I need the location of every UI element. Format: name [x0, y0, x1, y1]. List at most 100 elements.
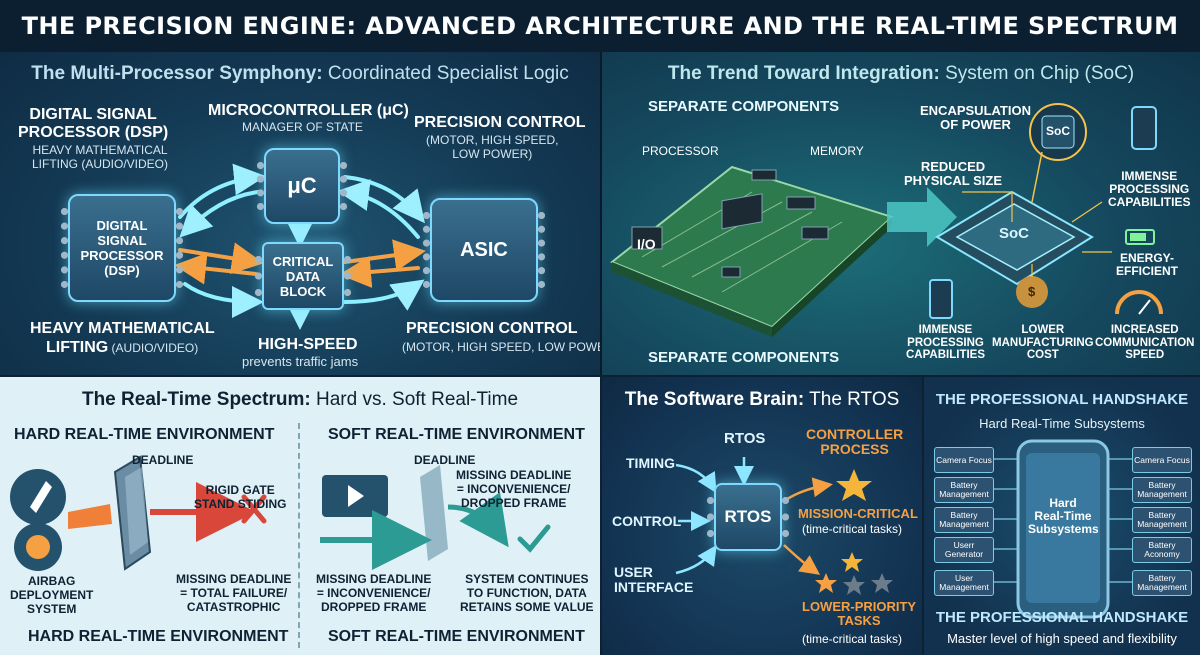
- integration-arrow: [887, 187, 957, 247]
- soft-footer: SOFT REAL-TIME ENVIRONMENT: [328, 628, 585, 645]
- panel-title: The Multi-Processor Symphony: Coordinate…: [0, 63, 600, 85]
- hard-header: HARD REAL-TIME ENVIRONMENT: [14, 426, 275, 443]
- mcu-label: MICROCONTROLLER (μC): [208, 102, 409, 119]
- spectrum-illustration: [10, 455, 551, 571]
- mcu-sublabel: MANAGER OF STATE: [242, 120, 363, 134]
- control-label: CONTROL: [612, 513, 682, 529]
- high-speed-label: HIGH-SPEED: [258, 336, 358, 353]
- small-chip: [751, 169, 777, 181]
- mission-critical-label: MISSION-CRITICAL: [798, 506, 918, 521]
- soc-die: [955, 203, 1076, 271]
- rtos-chip: RTOS: [707, 483, 789, 551]
- panel-title-rest: The RTOS: [804, 389, 900, 410]
- star-icon-4: [871, 573, 893, 593]
- precision-label: PRECISION CONTROL: [414, 114, 586, 131]
- fail-x-icon: [241, 494, 267, 524]
- panel-title-bold: The Trend Toward Integration:: [667, 63, 940, 84]
- connection-arrows: [174, 163, 426, 330]
- arrow-block-asic: [343, 239, 426, 272]
- pcb-edge-left: [612, 262, 772, 337]
- memory-chip: [786, 196, 816, 210]
- hard-footer: HARD REAL-TIME ENVIRONMENT: [28, 628, 289, 645]
- user-interface-label: USER INTERFACE: [614, 564, 694, 596]
- lower-cost-label: LOWER MANUFACTURING COST: [992, 324, 1094, 362]
- star-icon: [836, 469, 872, 501]
- phone-label: Hard Real-Time Subsystems: [1028, 496, 1099, 537]
- arrow-block-dsp: [174, 252, 258, 285]
- left-box-4: Userr Generator: [934, 537, 994, 563]
- separate-components-bottom: SEPARATE COMPONENTS: [648, 349, 840, 366]
- rtos-illustration: [675, 457, 893, 595]
- multi-processor-panel: The Multi-Processor Symphony: Coordinate…: [0, 52, 602, 375]
- rocket-icon: [30, 481, 52, 513]
- professional-handshake-panel: THE PROFESSIONAL HANDSHAKE Hard Real-Tim…: [924, 377, 1200, 655]
- real-time-spectrum-panel: The Real-Time Spectrum: Hard vs. Soft Re…: [0, 377, 600, 655]
- aux-chip-2: [721, 266, 741, 278]
- crash-burst: [68, 504, 112, 529]
- reduced-size-label: REDUCED PHYSICAL SIZE: [904, 159, 1003, 189]
- arrow-dsp-block-low: [183, 282, 264, 318]
- panel-title: The Trend Toward Integration: System on …: [602, 63, 1200, 85]
- arrow-lower: [783, 544, 821, 575]
- soft-gate: [420, 465, 448, 561]
- encapsulation-label: ENCAPSULATION OF POWER: [920, 103, 1031, 133]
- dsp-sublabel: HEAVY MATHEMATICAL LIFTING (AUDIO/VIDEO): [32, 143, 169, 171]
- panel-title: The Software Brain: The RTOS: [602, 389, 922, 411]
- missing-hard: MISSING DEADLINE = TOTAL FAILURE/ CATAST…: [176, 572, 292, 614]
- io-label: I/O: [637, 236, 656, 252]
- mission-critical-sub: (time-critical tasks): [802, 522, 903, 536]
- dsp-chip: DIGITAL SIGNAL PROCESSOR (DSP): [61, 194, 183, 302]
- handshake-footer-title: THE PROFESSIONAL HANDSHAKE: [935, 609, 1189, 626]
- separate-components-top: SEPARATE COMPONENTS: [648, 98, 840, 115]
- star-icon-small: [841, 552, 863, 572]
- handshake-title: THE PROFESSIONAL HANDSHAKE: [935, 391, 1189, 408]
- immense-right-label: IMMENSE PROCESSING CAPABILITIES: [1108, 169, 1191, 210]
- phone-icon: [1131, 106, 1157, 150]
- deadline-left: DEADLINE: [132, 453, 194, 467]
- panel-title-bold: The Real-Time Spectrum:: [81, 389, 311, 410]
- panel-title-bold: The Software Brain:: [624, 389, 805, 410]
- airbag-icon: [26, 535, 50, 559]
- soc-illustration: [610, 103, 1163, 337]
- critical-data-block: CRITICAL DATA BLOCK: [255, 242, 351, 310]
- divider: [298, 423, 300, 648]
- panel-title-rest: System on Chip (SoC): [939, 63, 1135, 84]
- success-check-icon: [517, 524, 551, 553]
- processor-label: PROCESSOR: [642, 144, 719, 158]
- arrow-ui: [675, 544, 717, 575]
- gauge-icon: [1115, 290, 1163, 315]
- mcu-chip: μC: [257, 148, 347, 224]
- star-icon-3: [843, 575, 865, 595]
- battery-icon: [1125, 229, 1155, 245]
- handshake-subtitle: Hard Real-Time Subsystems: [979, 416, 1145, 431]
- pcb-edge-right: [772, 217, 892, 337]
- right-box-5: Battery Management: [1132, 570, 1192, 596]
- arrow-mission: [783, 477, 833, 503]
- right-box-4: Battery Aconomy: [1132, 537, 1192, 563]
- arrow-asic-mcu: [337, 179, 420, 239]
- right-box-3: Battery Management: [1132, 507, 1192, 533]
- panel-title-rest: Coordinated Specialist Logic: [322, 63, 569, 84]
- immense-bottom-label: IMMENSE PROCESSING CAPABILITIES: [906, 324, 986, 362]
- precision-sublabel: (MOTOR, HIGH SPEED, LOW POWER): [426, 133, 559, 161]
- right-box-2: Battery Management: [1132, 477, 1192, 503]
- bottom-left-label-2: LIFTING (AUDIO/VIDEO): [46, 339, 199, 356]
- phone-icon-bottom: [929, 279, 953, 319]
- money-bag-icon: [1016, 276, 1048, 308]
- money-icon: $: [1028, 284, 1036, 299]
- left-box-2: Battery Management: [934, 477, 994, 503]
- increased-speed-label: INCREASED COMMUNICATION SPEED: [1095, 324, 1195, 362]
- io-chip: [631, 226, 663, 250]
- arrow-block-asic-low: [343, 279, 425, 311]
- timing-label: TIMING: [626, 455, 675, 471]
- system-continues: SYSTEM CONTINUES TO FUNCTION, DATA RETAI…: [460, 572, 594, 614]
- airbag-label: AIRBAG DEPLOYMENT SYSTEM: [10, 574, 94, 616]
- left-box-5: User Management: [934, 570, 994, 596]
- left-box-3: Battery Management: [934, 507, 994, 533]
- handshake-footer-sub: Master level of high speed and flexibili…: [947, 631, 1177, 646]
- memory-label: MEMORY: [810, 144, 864, 158]
- aux-chip: [801, 226, 829, 240]
- right-box-1: Camera Focus: [1132, 447, 1192, 473]
- arrow-timing: [675, 463, 717, 494]
